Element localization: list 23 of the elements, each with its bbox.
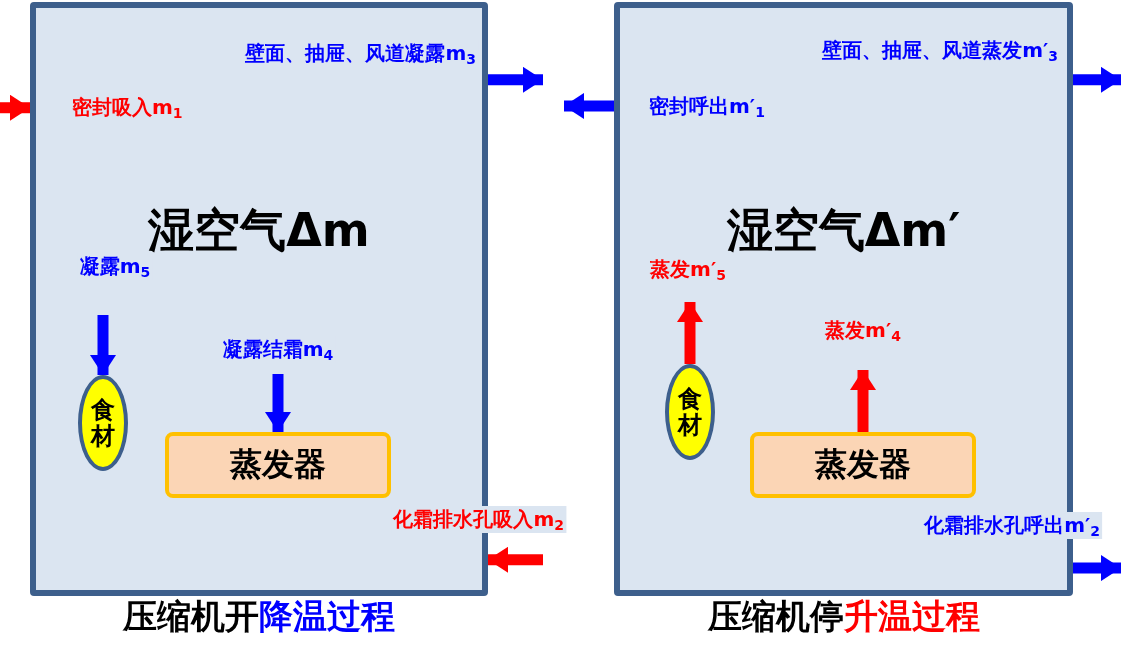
arrow	[1073, 555, 1121, 582]
edge-label: 化霜排水孔吸入m$_{2}$	[391, 506, 566, 534]
process-caption: 降温过程	[259, 595, 395, 638]
process-caption: 压缩机开	[123, 595, 259, 638]
chamber-title: 湿空气Δm′	[725, 202, 962, 259]
process-caption: 升温过程	[843, 595, 980, 638]
food-label: 食材	[91, 396, 115, 450]
arrow	[1073, 66, 1121, 93]
process-caption: 压缩机停	[707, 595, 844, 638]
arrow	[677, 302, 703, 364]
arrow	[488, 66, 543, 93]
arrow	[564, 92, 614, 119]
edge-label: 化霜排水孔呼出m′$_{2}$	[922, 512, 1102, 540]
arrow	[265, 374, 291, 432]
arrow	[90, 315, 116, 375]
arrow	[850, 370, 876, 432]
evaporator-label: 蒸发器	[815, 444, 911, 485]
arrow	[0, 94, 30, 121]
evaporator-label: 蒸发器	[230, 444, 326, 485]
arrow	[488, 546, 543, 573]
food-label: 食材	[678, 385, 702, 439]
evaporator-box	[165, 432, 391, 498]
evaporator-box	[750, 432, 976, 498]
